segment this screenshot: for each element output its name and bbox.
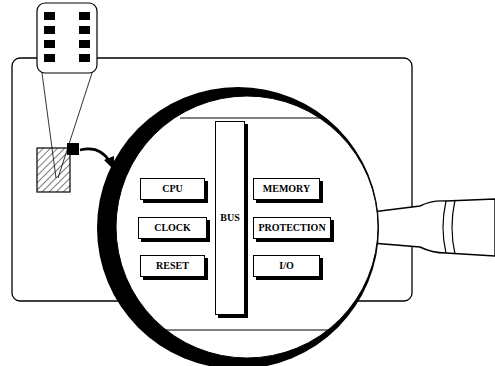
- magnifier-handle: [372, 199, 495, 256]
- clock-box: CLOCK: [138, 217, 207, 239]
- magnifier-ring: [97, 87, 379, 366]
- component-label: RESET: [156, 261, 189, 271]
- contact-inset: [37, 3, 97, 73]
- protection-box: PROTECTION: [253, 217, 331, 239]
- io-box: I/O: [253, 255, 320, 277]
- chip-contacts: [44, 12, 90, 62]
- chip-edge: [180, 117, 322, 118]
- component-label: CPU: [162, 184, 183, 194]
- zoom-line: [42, 73, 56, 178]
- magnifier-lens: [116, 96, 378, 358]
- reset-box: RESET: [140, 255, 205, 277]
- handle-ridge: [443, 201, 446, 253]
- component-label: CLOCK: [154, 223, 191, 233]
- zoom-line: [58, 73, 92, 178]
- memory-box: MEMORY: [253, 178, 320, 200]
- cpu-box: CPU: [140, 178, 205, 200]
- handle-ridge: [452, 200, 455, 254]
- chip-area: [37, 148, 70, 192]
- bus-bar: BUS: [215, 121, 245, 315]
- component-label: BUS: [220, 213, 239, 223]
- component-label: PROTECTION: [258, 223, 325, 233]
- chip-edge: [165, 329, 328, 330]
- component-label: MEMORY: [263, 184, 310, 194]
- component-label: I/O: [279, 261, 293, 271]
